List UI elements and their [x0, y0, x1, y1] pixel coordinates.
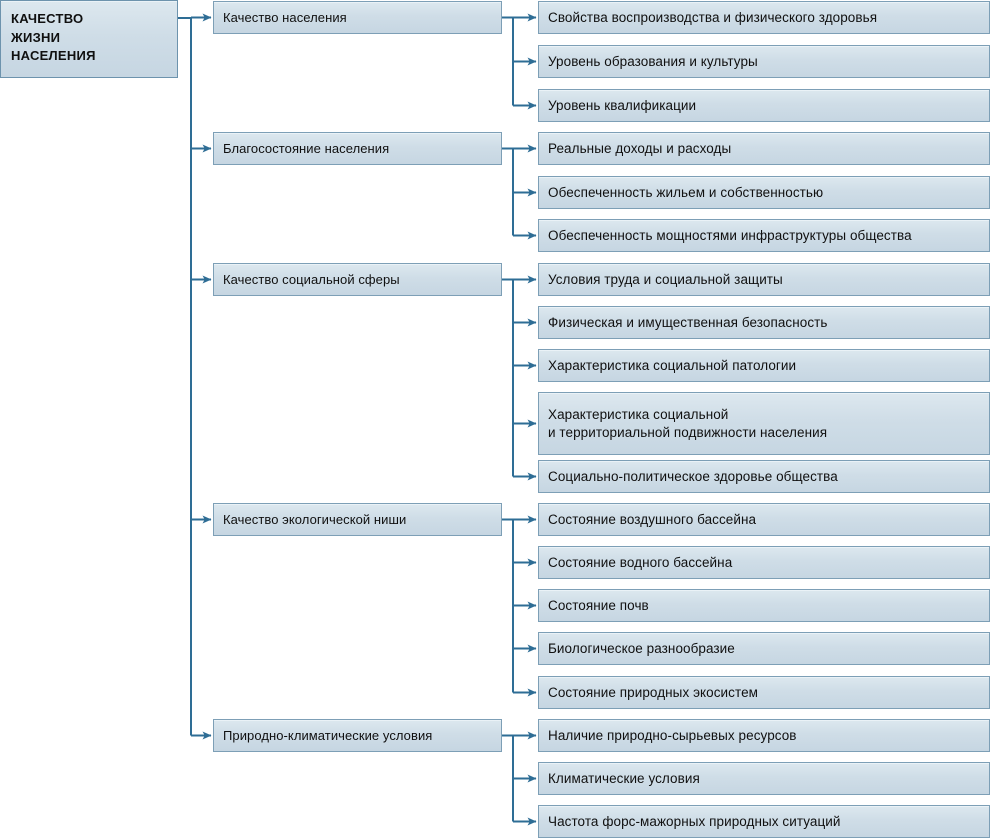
leaf-node-физическая-и-имущественная-безопасность[interactable]: Физическая и имущественная безопасность	[538, 306, 990, 339]
leaf-node-состояние-воздушного-бассейна[interactable]: Состояние воздушного бассейна	[538, 503, 990, 536]
leaf-node-состояние-природных-экосистем[interactable]: Состояние природных экосистем	[538, 676, 990, 709]
leaf-node-наличие-природно-сырьевых-ресурсов[interactable]: Наличие природно-сырьевых ресурсов	[538, 719, 990, 752]
leaf-node-характеристика-социальной-патологии[interactable]: Характеристика социальной патологии	[538, 349, 990, 382]
leaf-node-социально-политическое-здоровье-общества[interactable]: Социально-политическое здоровье общества	[538, 460, 990, 493]
leaf-node-уровень-квалификации[interactable]: Уровень квалификации	[538, 89, 990, 122]
node-label: Обеспеченность жильем и собственностью	[548, 184, 824, 200]
branch-node-качество-населения[interactable]: Качество населения	[213, 1, 502, 34]
leaf-node-частота-форс-мажорных-природных-ситуаций[interactable]: Частота форс-мажорных природных ситуаций	[538, 805, 990, 838]
node-label: Качество экологической ниши	[223, 511, 407, 527]
node-label: Природно-климатические условия	[223, 727, 433, 743]
node-label: Характеристика социальной и территориаль…	[548, 406, 828, 440]
root-node[interactable]: КАЧЕСТВО ЖИЗНИ НАСЕЛЕНИЯ	[0, 0, 178, 78]
branch-node-природно-климатические-условия[interactable]: Природно-климатические условия	[213, 719, 502, 752]
branch-node-качество-экологической-ниши[interactable]: Качество экологической ниши	[213, 503, 502, 536]
node-label: Социально-политическое здоровье общества	[548, 468, 838, 484]
leaf-node-характеристика-социальной-и-территориально[interactable]: Характеристика социальной и территориаль…	[538, 392, 990, 455]
leaf-node-уровень-образования-и-культуры[interactable]: Уровень образования и культуры	[538, 45, 990, 78]
node-label: Качество населения	[223, 9, 347, 25]
leaf-node-реальные-доходы-и-расходы[interactable]: Реальные доходы и расходы	[538, 132, 990, 165]
node-label: Благосостояние населения	[223, 140, 390, 156]
node-label: Реальные доходы и расходы	[548, 140, 732, 156]
node-label: Свойства воспроизводства и физического з…	[548, 9, 878, 25]
leaf-node-климатические-условия[interactable]: Климатические условия	[538, 762, 990, 795]
node-label: Характеристика социальной патологии	[548, 357, 797, 373]
leaf-node-свойства-воспроизводства-и-физического-здо[interactable]: Свойства воспроизводства и физического з…	[538, 1, 990, 34]
node-label: Условия труда и социальной защиты	[548, 271, 783, 287]
leaf-node-состояние-водного-бассейна[interactable]: Состояние водного бассейна	[538, 546, 990, 579]
leaf-node-биологическое-разнообразие[interactable]: Биологическое разнообразие	[538, 632, 990, 665]
node-label: КАЧЕСТВО ЖИЗНИ НАСЕЛЕНИЯ	[11, 11, 96, 64]
leaf-node-условия-труда-и-социальной-защиты[interactable]: Условия труда и социальной защиты	[538, 263, 990, 296]
node-label: Частота форс-мажорных природных ситуаций	[548, 813, 841, 829]
node-label: Биологическое разнообразие	[548, 640, 735, 656]
leaf-node-обеспеченность-жильем-и-собственностью[interactable]: Обеспеченность жильем и собственностью	[538, 176, 990, 209]
node-label: Качество социальной сферы	[223, 271, 400, 287]
node-label: Уровень образования и культуры	[548, 53, 758, 69]
leaf-node-обеспеченность-мощностями-инфраструктуры-о[interactable]: Обеспеченность мощностями инфраструктуры…	[538, 219, 990, 252]
node-label: Физическая и имущественная безопасность	[548, 314, 828, 330]
node-label: Состояние воздушного бассейна	[548, 511, 757, 527]
node-label: Наличие природно-сырьевых ресурсов	[548, 727, 797, 743]
node-label: Состояние водного бассейна	[548, 554, 733, 570]
node-label: Обеспеченность мощностями инфраструктуры…	[548, 227, 912, 243]
branch-node-благосостояние-населения[interactable]: Благосостояние населения	[213, 132, 502, 165]
node-label: Уровень квалификации	[548, 97, 697, 113]
leaf-node-состояние-почв[interactable]: Состояние почв	[538, 589, 990, 622]
node-label: Климатические условия	[548, 770, 700, 786]
node-label: Состояние природных экосистем	[548, 684, 759, 700]
node-label: Состояние почв	[548, 597, 649, 613]
branch-node-качество-социальной-сферы[interactable]: Качество социальной сферы	[213, 263, 502, 296]
